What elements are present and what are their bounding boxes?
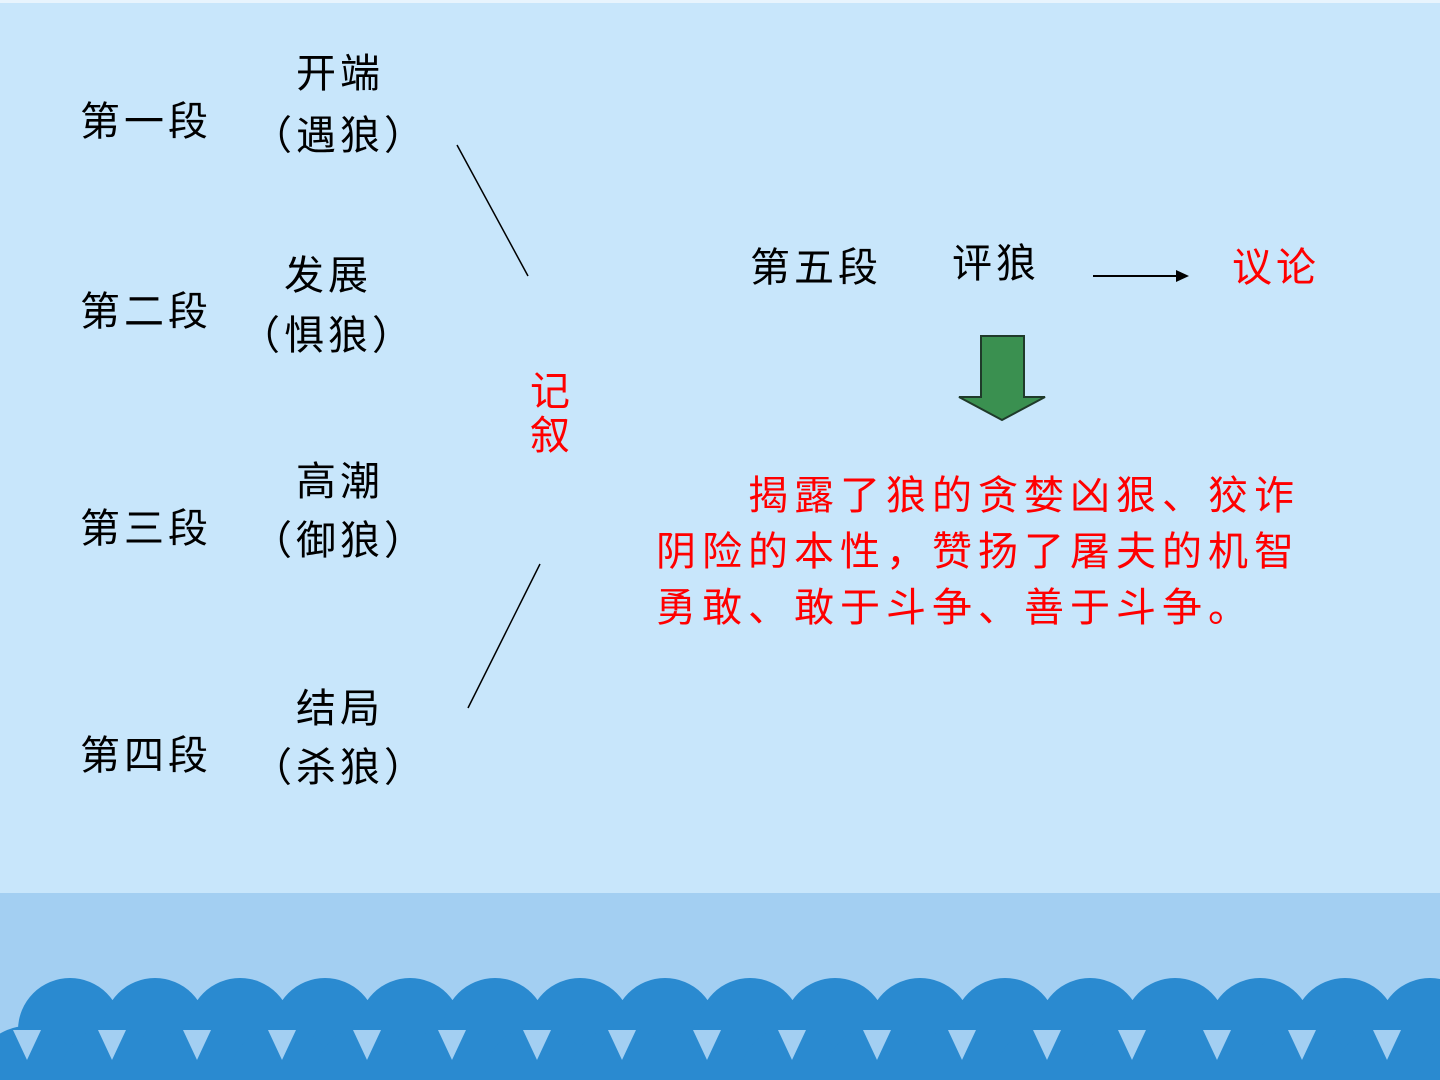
- segment-4-stage: 结局: [296, 686, 384, 732]
- summary-text: 揭露了狼的贪婪凶狠、狡诈阴险的本性，赞扬了屠夫的机智勇敢、敢于斗争、善于斗争。: [656, 473, 1300, 631]
- wave-gap: [693, 1030, 721, 1060]
- connector-line-top: [456, 144, 529, 277]
- segment-1-stage: 开端: [296, 51, 384, 97]
- wave-gap: [1033, 1030, 1061, 1060]
- wave-gap: [778, 1030, 806, 1060]
- narration-label: 记 叙: [530, 370, 580, 458]
- segment-3-event: （御狼）: [252, 518, 428, 564]
- segment-5-result: 议论: [1232, 245, 1320, 291]
- wave-gap: [438, 1030, 466, 1060]
- segment-5-label: 第五段: [750, 245, 882, 291]
- wave-gap: [523, 1030, 551, 1060]
- wave-gap: [353, 1030, 381, 1060]
- segment-2-label: 第二段: [80, 289, 212, 335]
- top-border: [0, 0, 1440, 3]
- wave-gap: [13, 1030, 41, 1060]
- segment-5-event: 评狼: [952, 241, 1040, 287]
- narration-char-2: 叙: [530, 413, 570, 459]
- segment-4-label: 第四段: [80, 733, 212, 779]
- segment-3-label: 第三段: [80, 506, 212, 552]
- segment-4-event: （杀狼）: [252, 745, 428, 791]
- wave-gap: [1373, 1030, 1401, 1060]
- segment-3-stage: 高潮: [296, 459, 384, 505]
- wave-gap: [183, 1030, 211, 1060]
- segment-2-event: （惧狼）: [240, 313, 416, 359]
- arrow-right-icon: [1093, 270, 1189, 282]
- wave-gap: [98, 1030, 126, 1060]
- segment-1-event: （遇狼）: [252, 113, 428, 159]
- segment-2-stage: 发展: [284, 253, 372, 299]
- wave-gap: [1203, 1030, 1231, 1060]
- wave-gap: [1118, 1030, 1146, 1060]
- wave-gap: [948, 1030, 976, 1060]
- wave-gap: [608, 1030, 636, 1060]
- narration-char-1: 记: [530, 369, 570, 415]
- segment-1-label: 第一段: [80, 99, 212, 145]
- connector-line-bottom: [467, 563, 541, 709]
- wave-gap: [863, 1030, 891, 1060]
- wave-gap: [1288, 1030, 1316, 1060]
- wave-gap: [268, 1030, 296, 1060]
- wave-arch: [1420, 1037, 1440, 1080]
- arrow-down-icon: [958, 335, 1046, 422]
